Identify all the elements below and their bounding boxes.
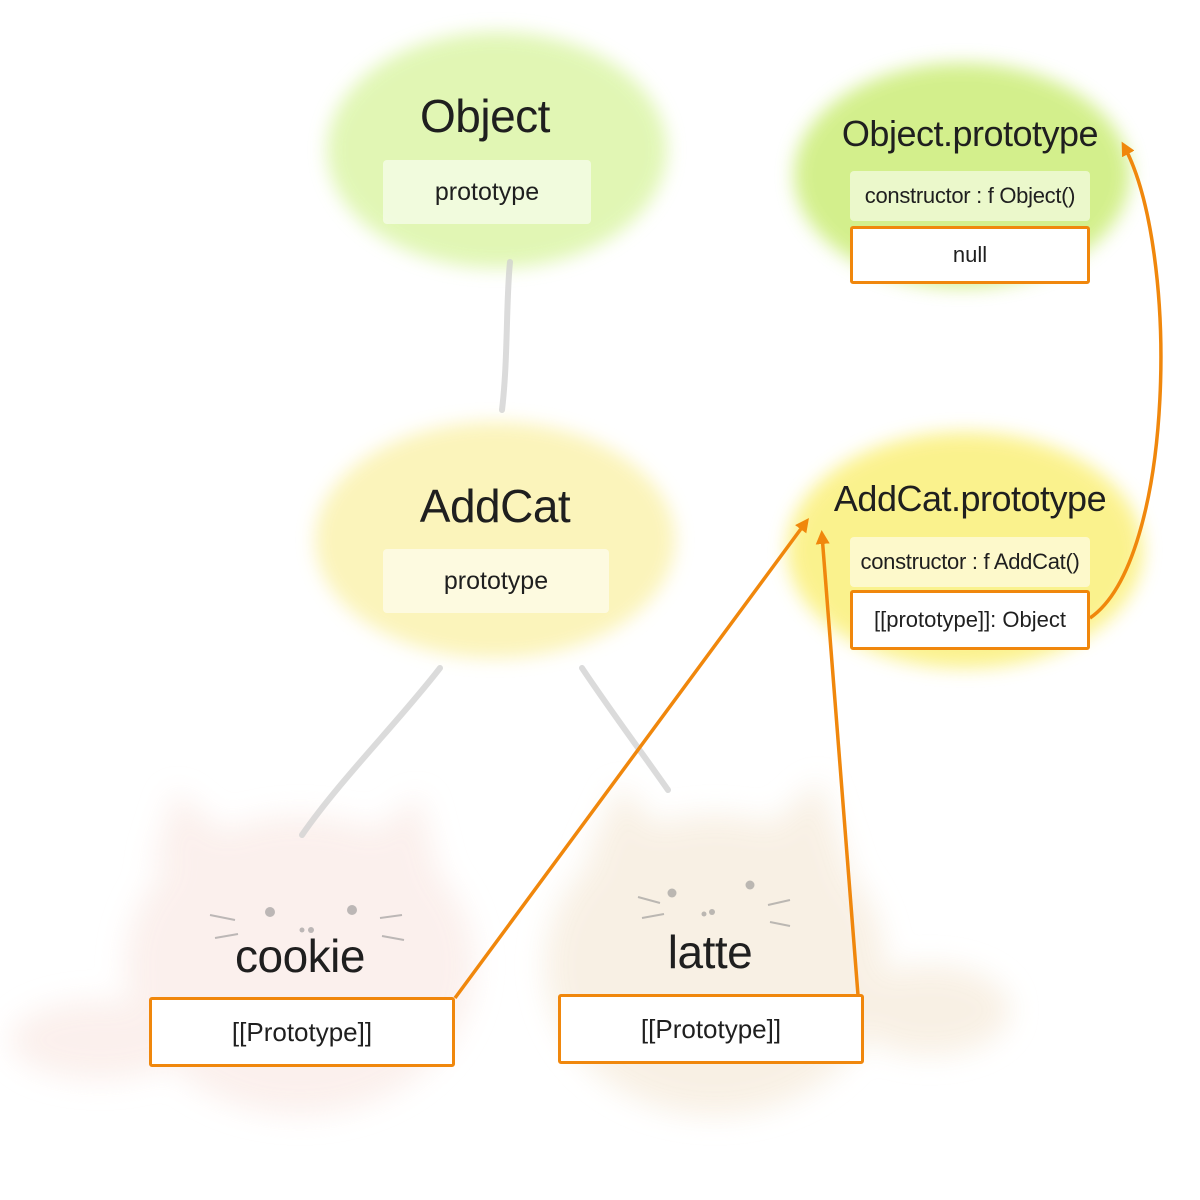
arrow-latte-to-addcat-prototype (815, 530, 860, 996)
cookie-title: cookie (235, 930, 365, 982)
addcat-prototype-link-box: [[prototype]]: Object (850, 590, 1090, 650)
addcat-prototype-constructor: constructor : f AddCat() (850, 537, 1090, 587)
object-prototype-null-box: null (850, 226, 1090, 284)
latte-prototype-box: [[Prototype]] (558, 994, 864, 1064)
arrow-addcat-prototype-to-object-prototype (1089, 141, 1163, 620)
connector-addcat-cookie (299, 665, 443, 838)
latte-cat-face (637, 880, 791, 927)
cookie-cat-face (209, 905, 405, 941)
addcat-title: AddCat (419, 480, 571, 532)
prototype-chain-arrows (453, 141, 1163, 1000)
object-prototype-constructor: constructor : f Object() (850, 171, 1090, 221)
hierarchy-connectors (299, 259, 671, 838)
addcat-blob (315, 422, 675, 658)
object-blob (327, 32, 667, 268)
object-title: Object (420, 90, 550, 142)
connector-addcat-latte (579, 665, 671, 793)
object-prototype-field: prototype (383, 160, 591, 224)
addcat-prototype-field: prototype (383, 549, 609, 613)
addcat-prototype-title: AddCat.prototype (833, 478, 1107, 519)
arrow-cookie-to-addcat-prototype (453, 517, 809, 1000)
cookie-prototype-box: [[Prototype]] (149, 997, 455, 1067)
latte-title: latte (667, 926, 753, 978)
object-prototype-title: Object.prototype (841, 113, 1099, 154)
connector-object-addcat (499, 259, 513, 413)
